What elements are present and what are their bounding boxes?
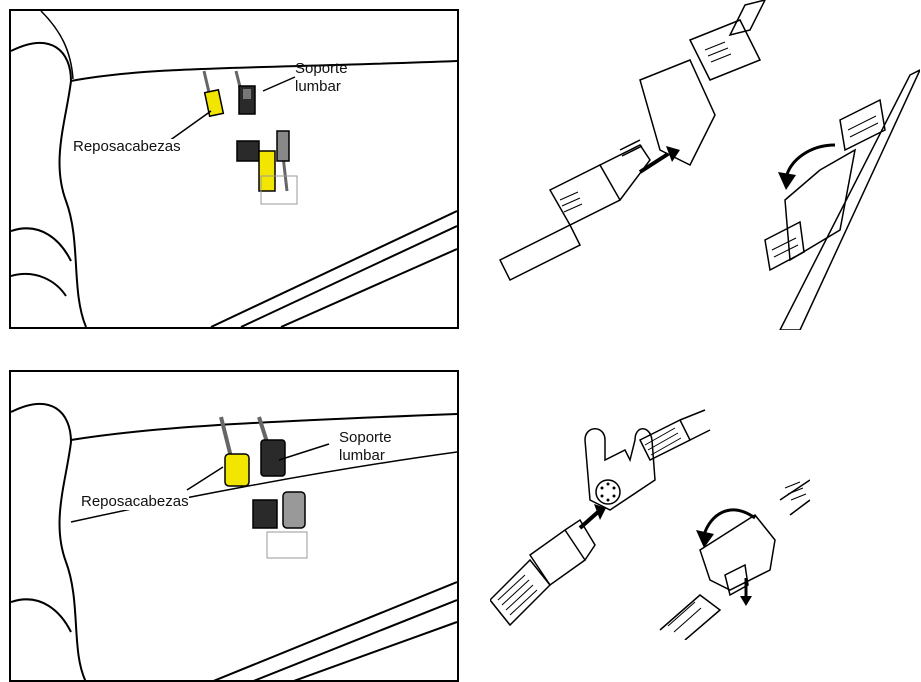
lumbar-support-label-line2: lumbar (295, 79, 341, 95)
headrest-label: Reposacabezas (81, 494, 189, 510)
round-connector-engagement-diagram (490, 400, 810, 640)
seat-diagram-round-connectors: Soporte lumbar Reposacabezas (9, 370, 459, 682)
headrest-connector-top (225, 454, 249, 486)
round-connector-illustration (490, 400, 810, 640)
flat-connector-engagement-diagram (490, 0, 920, 330)
seat-illustration-2 (11, 372, 457, 682)
seat-illustration (11, 11, 457, 327)
seat-diagram-flat-connectors: Soporte lumbar Reposacabezas (9, 9, 459, 329)
flat-connector-illustration (490, 0, 920, 330)
headrest-connector-top (205, 90, 224, 116)
lumbar-support-label-line1: Soporte (339, 430, 392, 446)
lumbar-support-label-line1: Soporte (295, 61, 348, 77)
headrest-label: Reposacabezas (73, 139, 181, 155)
lumbar-connector-bottom (253, 500, 277, 528)
lumbar-support-label-line2: lumbar (339, 448, 385, 464)
headrest-connector-bottom (283, 492, 305, 528)
lumbar-connector-bottom (237, 141, 259, 161)
lumbar-connector-top (261, 440, 285, 476)
